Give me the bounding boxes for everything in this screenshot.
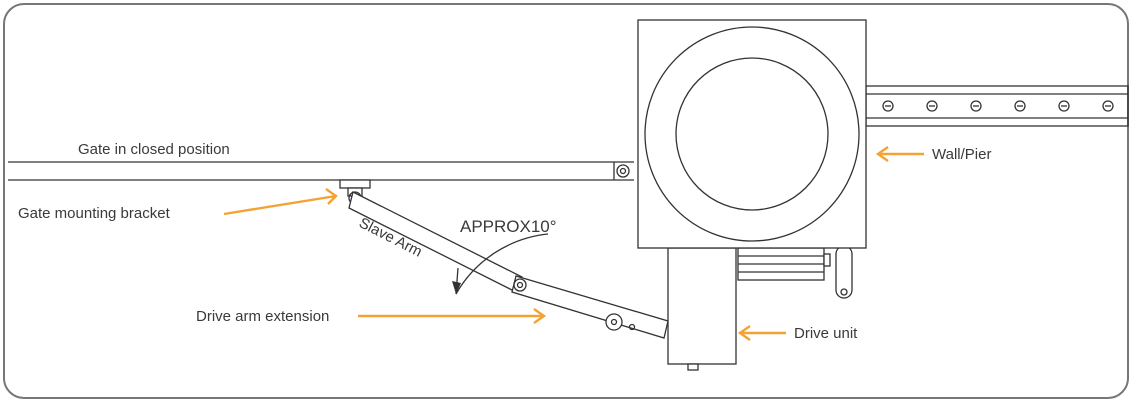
gate-bracket-arrow bbox=[223, 188, 338, 216]
label-drive-arm-extension: Drive arm extension bbox=[196, 308, 329, 325]
motor-housing bbox=[637, 19, 867, 249]
rail-bolt bbox=[926, 100, 938, 112]
label-gate-bracket: Gate mounting bracket bbox=[18, 205, 171, 222]
wall-rail bbox=[865, 85, 1129, 127]
rail-bolt bbox=[970, 100, 982, 112]
drive-arm-extension bbox=[511, 275, 669, 339]
rail-bolt bbox=[1058, 100, 1070, 112]
gate-bar bbox=[8, 161, 634, 181]
rail-bolts bbox=[882, 100, 1114, 112]
label-angle: APPROX10° bbox=[460, 217, 557, 236]
wall-pier-arrow bbox=[875, 146, 924, 162]
drive-unit-arrow bbox=[737, 325, 786, 341]
rail-bolt bbox=[1014, 100, 1026, 112]
diagram-frame bbox=[3, 3, 1129, 399]
angle-indicator bbox=[452, 233, 549, 295]
slave-arm bbox=[348, 191, 523, 294]
rail-bolt bbox=[882, 100, 894, 112]
label-wall-pier: Wall/Pier bbox=[932, 146, 991, 163]
label-drive-unit: Drive unit bbox=[794, 325, 858, 342]
rail-bolt bbox=[1102, 100, 1114, 112]
drive-arm-arrow bbox=[358, 308, 547, 324]
drive-unit-body bbox=[667, 245, 853, 371]
label-gate-closed: Gate in closed position bbox=[78, 141, 230, 158]
